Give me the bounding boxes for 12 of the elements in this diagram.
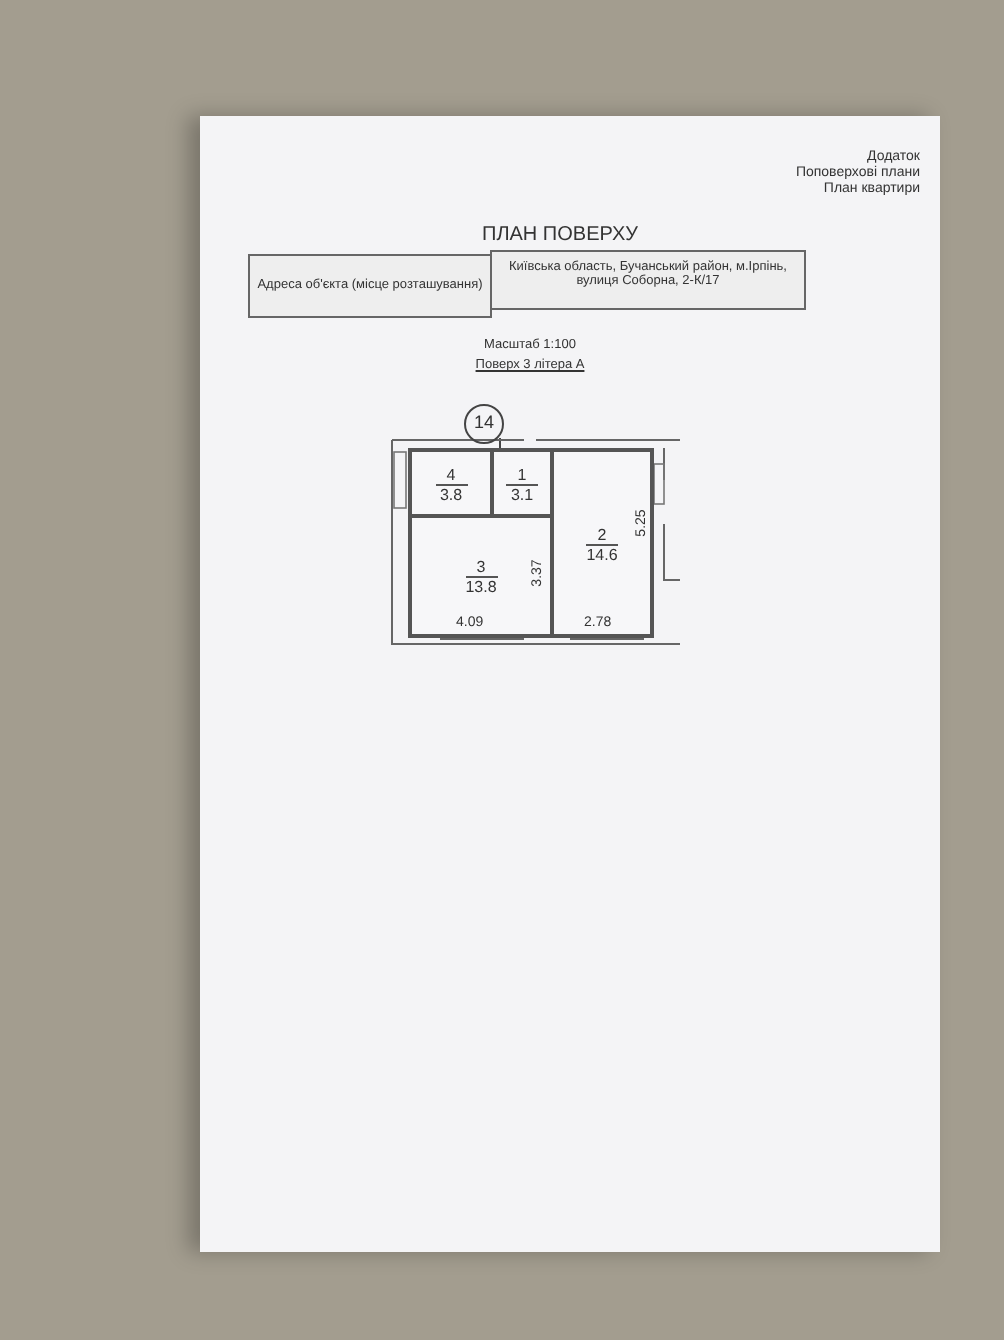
room-number: 2 bbox=[586, 525, 618, 545]
room-area: 3.1 bbox=[494, 485, 550, 503]
room-number: 4 bbox=[435, 465, 467, 485]
page-title: ПЛАН ПОВЕРХУ bbox=[480, 224, 640, 246]
room-area: 3.8 bbox=[412, 485, 490, 503]
room-area: 14.6 bbox=[554, 545, 650, 563]
room-outline bbox=[408, 514, 554, 638]
room-number: 1 bbox=[506, 465, 538, 485]
apartment-number-circle: 14 bbox=[464, 404, 504, 444]
room-number: 3 bbox=[465, 558, 497, 578]
room-outline bbox=[550, 448, 654, 638]
room-outline bbox=[408, 448, 494, 518]
